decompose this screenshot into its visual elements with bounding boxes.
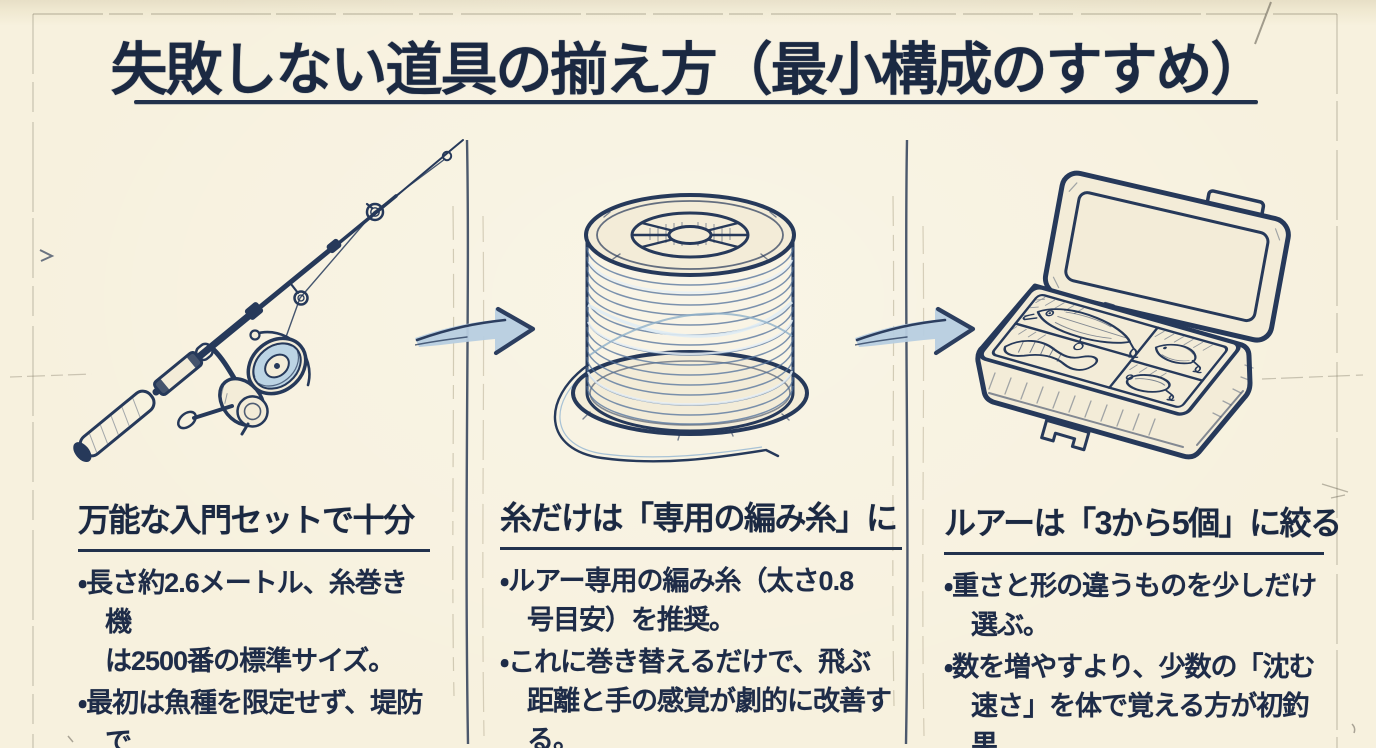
right-arrow-icon (415, 306, 536, 356)
column-rod-set: 万能な入門セットで十分 ・長さ約2.6メートル、糸巻き機 は2500番の標準サイ… (78, 495, 430, 748)
lure-tackle-box-illustration (975, 170, 1291, 460)
column-bullet-list: ・ルアー専用の編み糸（太さ0.8 号目安）を推奨。 ・これに巻き替えるだけで、飛… (500, 562, 902, 748)
spool-of-braided-line-illustration (553, 193, 809, 463)
bullet-item: ・長さ約2.6メートル、糸巻き機 は2500番の標準サイズ。 (78, 568, 408, 676)
column-divider-left (452, 139, 485, 745)
column-bullet-list: ・長さ約2.6メートル、糸巻き機 は2500番の標準サイズ。 ・最初は魚種を限定… (78, 564, 430, 748)
title-underline (134, 100, 1258, 104)
column-bullet-list: ・重さと形の違うものを少しだけ 選ぶ。 ・数を増やすより、少数の「沈む 速さ」を… (944, 567, 1324, 748)
right-arrow-icon (855, 306, 976, 356)
bullet-item: ・最初は魚種を限定せず、堤防で 最も扱いやすいものを選ぶ。 (78, 688, 423, 748)
column-heading: ルアーは「3から5個」に絞る (944, 498, 1342, 555)
fishing-rod-and-spinning-reel-illustration (73, 139, 464, 463)
column-braided-line: 糸だけは「専用の編み糸」に ・ルアー専用の編み糸（太さ0.8 号目安）を推奨。 … (500, 493, 902, 748)
column-lures: ルアーは「3から5個」に絞る ・重さと形の違うものを少しだけ 選ぶ。 ・数を増や… (944, 498, 1342, 748)
bullet-item: ・これに巻き替えるだけで、飛ぶ 距離と手の感覚が劇的に改善す る。 (500, 647, 892, 748)
column-divider-right (892, 139, 925, 745)
page-title: 失敗しない道具の揃え方（最小構成のすすめ） (110, 38, 1268, 102)
column-heading: 糸だけは「専用の編み糸」に (500, 493, 902, 550)
bullet-item: ・ルアー専用の編み糸（太さ0.8 号目安）を推奨。 (500, 566, 854, 635)
bullet-item: ・重さと形の違うものを少しだけ 選ぶ。 (944, 571, 1317, 640)
bullet-item: ・数を増やすより、少数の「沈む 速さ」を体で覚える方が初釣果 への近道。 (944, 652, 1316, 748)
column-heading: 万能な入門セットで十分 (78, 495, 430, 552)
